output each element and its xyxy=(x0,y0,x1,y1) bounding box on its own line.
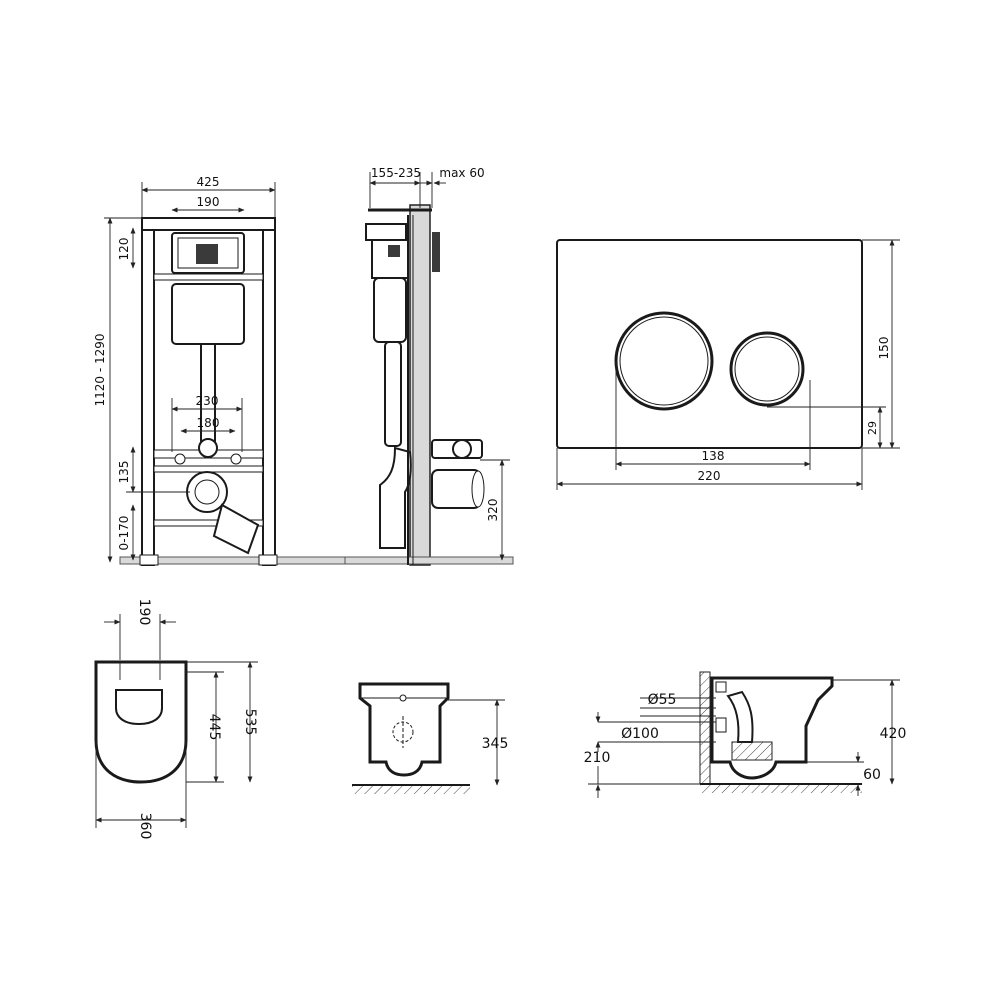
label-360: 360 xyxy=(137,813,153,840)
bowl-side-view: Ø55 Ø100 210 420 60 xyxy=(584,671,907,798)
label-155-235: 155-235 xyxy=(371,166,421,180)
label-210: 210 xyxy=(584,750,611,766)
frame-upright-right xyxy=(262,217,276,566)
bowl-top-view: 190 445 535 360 xyxy=(94,599,258,840)
label-220: 220 xyxy=(698,469,721,483)
label-d100: Ø100 xyxy=(621,726,659,742)
label-60: 60 xyxy=(863,767,881,783)
bowl-front-view: 345 xyxy=(352,682,509,794)
bowl-seat-opening xyxy=(115,689,163,726)
label-190-fixing: 190 xyxy=(136,599,152,626)
label-120: 120 xyxy=(117,238,131,261)
frame-side-view: 155-235 max 60 320 xyxy=(344,166,514,566)
label-320: 320 xyxy=(486,499,500,522)
label-135: 135 xyxy=(117,461,131,484)
label-1120-1290: 1120 - 1290 xyxy=(93,333,107,406)
label-420: 420 xyxy=(880,726,907,742)
trap-outlet xyxy=(731,741,773,761)
bowl-outline-side xyxy=(710,676,834,780)
label-445: 445 xyxy=(206,714,222,741)
cistern xyxy=(171,283,245,345)
label-180: 180 xyxy=(197,416,220,430)
frame-front-view: 425 190 120 1120 - 1290 230 180 135 0-17… xyxy=(93,175,511,566)
label-150: 150 xyxy=(877,337,891,360)
label-230: 230 xyxy=(196,394,219,408)
label-535: 535 xyxy=(242,709,258,736)
label-190-bracket: 190 xyxy=(197,195,220,209)
flush-plate-view: 150 29 138 220 xyxy=(556,239,900,490)
flush-mechanism-icon xyxy=(196,244,218,264)
frame-upright-left xyxy=(141,217,155,566)
label-345: 345 xyxy=(482,736,509,752)
label-d55: Ø55 xyxy=(648,692,677,708)
label-425: 425 xyxy=(197,175,220,189)
label-138: 138 xyxy=(702,449,725,463)
label-29: 29 xyxy=(866,421,879,435)
label-0-170: 0-170 xyxy=(117,516,131,551)
frame-top-bar xyxy=(141,217,276,231)
label-max-60: max 60 xyxy=(439,166,484,180)
